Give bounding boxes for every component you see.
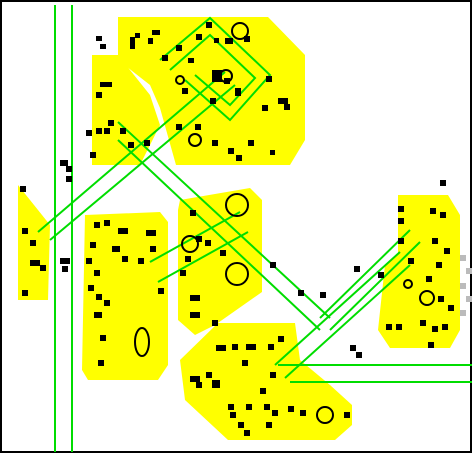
region-left-middle (82, 212, 168, 380)
glider-trail (460, 255, 472, 316)
region-top-center (118, 17, 305, 165)
still-life-outlines (134, 22, 435, 424)
region-right (378, 195, 460, 348)
live-cells (20, 22, 454, 436)
region-bottom-center (180, 323, 352, 440)
yellow-regions (18, 17, 460, 440)
